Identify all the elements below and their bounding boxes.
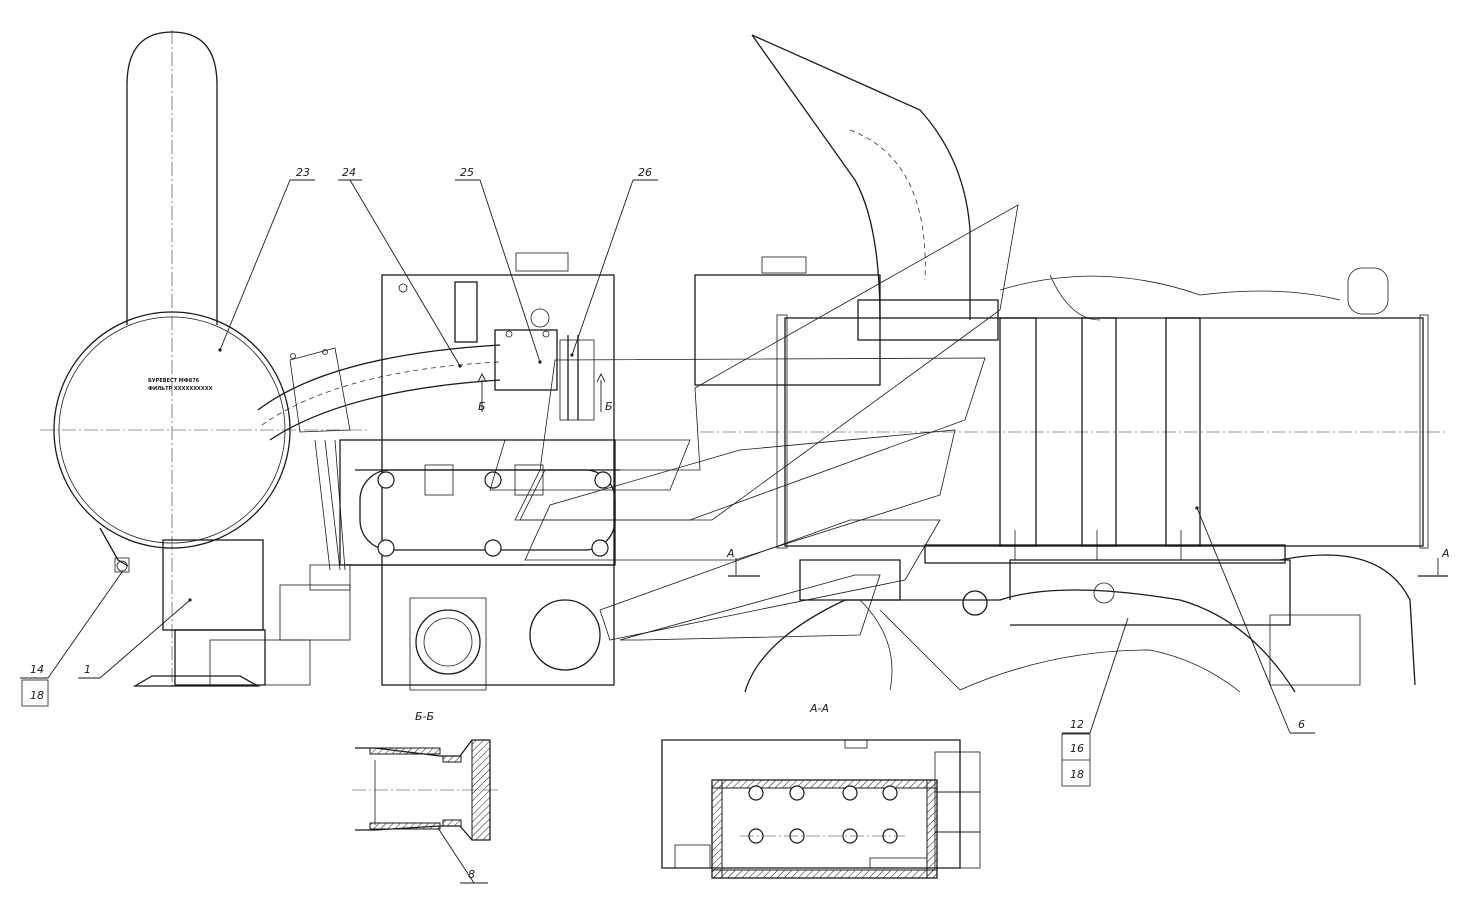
section-mark-b-right: Б [605, 400, 613, 413]
callout-label-14: 14 [30, 663, 44, 676]
section-mark-a-left: А [726, 547, 735, 560]
callout-label-23: 23 [296, 166, 310, 179]
callout-label-12: 12 [1070, 718, 1084, 731]
section-aa-cut-marks: А А [726, 547, 1450, 577]
callout-label-16: 16 [1070, 742, 1084, 755]
section-aa-detail: А-А [661, 702, 981, 879]
callout-label-1: 1 [84, 663, 91, 676]
callout-6: 6 [1195, 506, 1315, 734]
engine-block-left [209, 252, 620, 691]
callout-label-24: 24 [342, 166, 356, 179]
callout-23: 23 [218, 166, 315, 352]
callout-label-26: 26 [638, 166, 652, 179]
section-mark-a-right: А [1441, 547, 1450, 560]
filter-nameplate: БУРЕВЕСТ МФ876 ФИЛЬТР XXXXXXXXXX [148, 378, 213, 392]
callout-24: 24 [338, 166, 462, 368]
callout-1: 1 [78, 598, 192, 679]
section-bb-detail: Б-Б [352, 710, 500, 841]
callout-label-6: 6 [1298, 718, 1305, 731]
section-bb-cut-marks: Б Б [477, 372, 613, 413]
callout-8: 8 [437, 827, 488, 884]
callout-26: 26 [570, 166, 658, 357]
callout-label-8: 8 [468, 868, 475, 881]
exhaust-pipe [751, 34, 999, 341]
intake-hose [257, 344, 501, 441]
callout-label-18-left: 18 [30, 689, 44, 702]
muffler-body [700, 267, 1445, 560]
section-title-aa: А-А [809, 702, 829, 715]
cooling-radiator [694, 256, 881, 386]
section-mark-b-left: Б [478, 400, 486, 413]
nameplate-line-2: ФИЛЬТР XXXXXXXXXX [148, 386, 213, 392]
chevron-overlay [489, 204, 1019, 641]
callout-12-16-18: 12 16 18 [1061, 617, 1129, 787]
callout-25: 25 [455, 166, 542, 364]
air-intake-pipe [126, 30, 218, 690]
callout-14-18: 14 18 [20, 571, 123, 707]
section-title-bb: Б-Б [415, 710, 434, 723]
callout-label-18-right: 18 [1070, 768, 1084, 781]
chassis-frame [744, 544, 1416, 693]
nameplate-line-1: БУРЕВЕСТ МФ876 [148, 378, 200, 384]
callout-label-25: 25 [460, 166, 474, 179]
air-filter-housing [40, 311, 370, 687]
